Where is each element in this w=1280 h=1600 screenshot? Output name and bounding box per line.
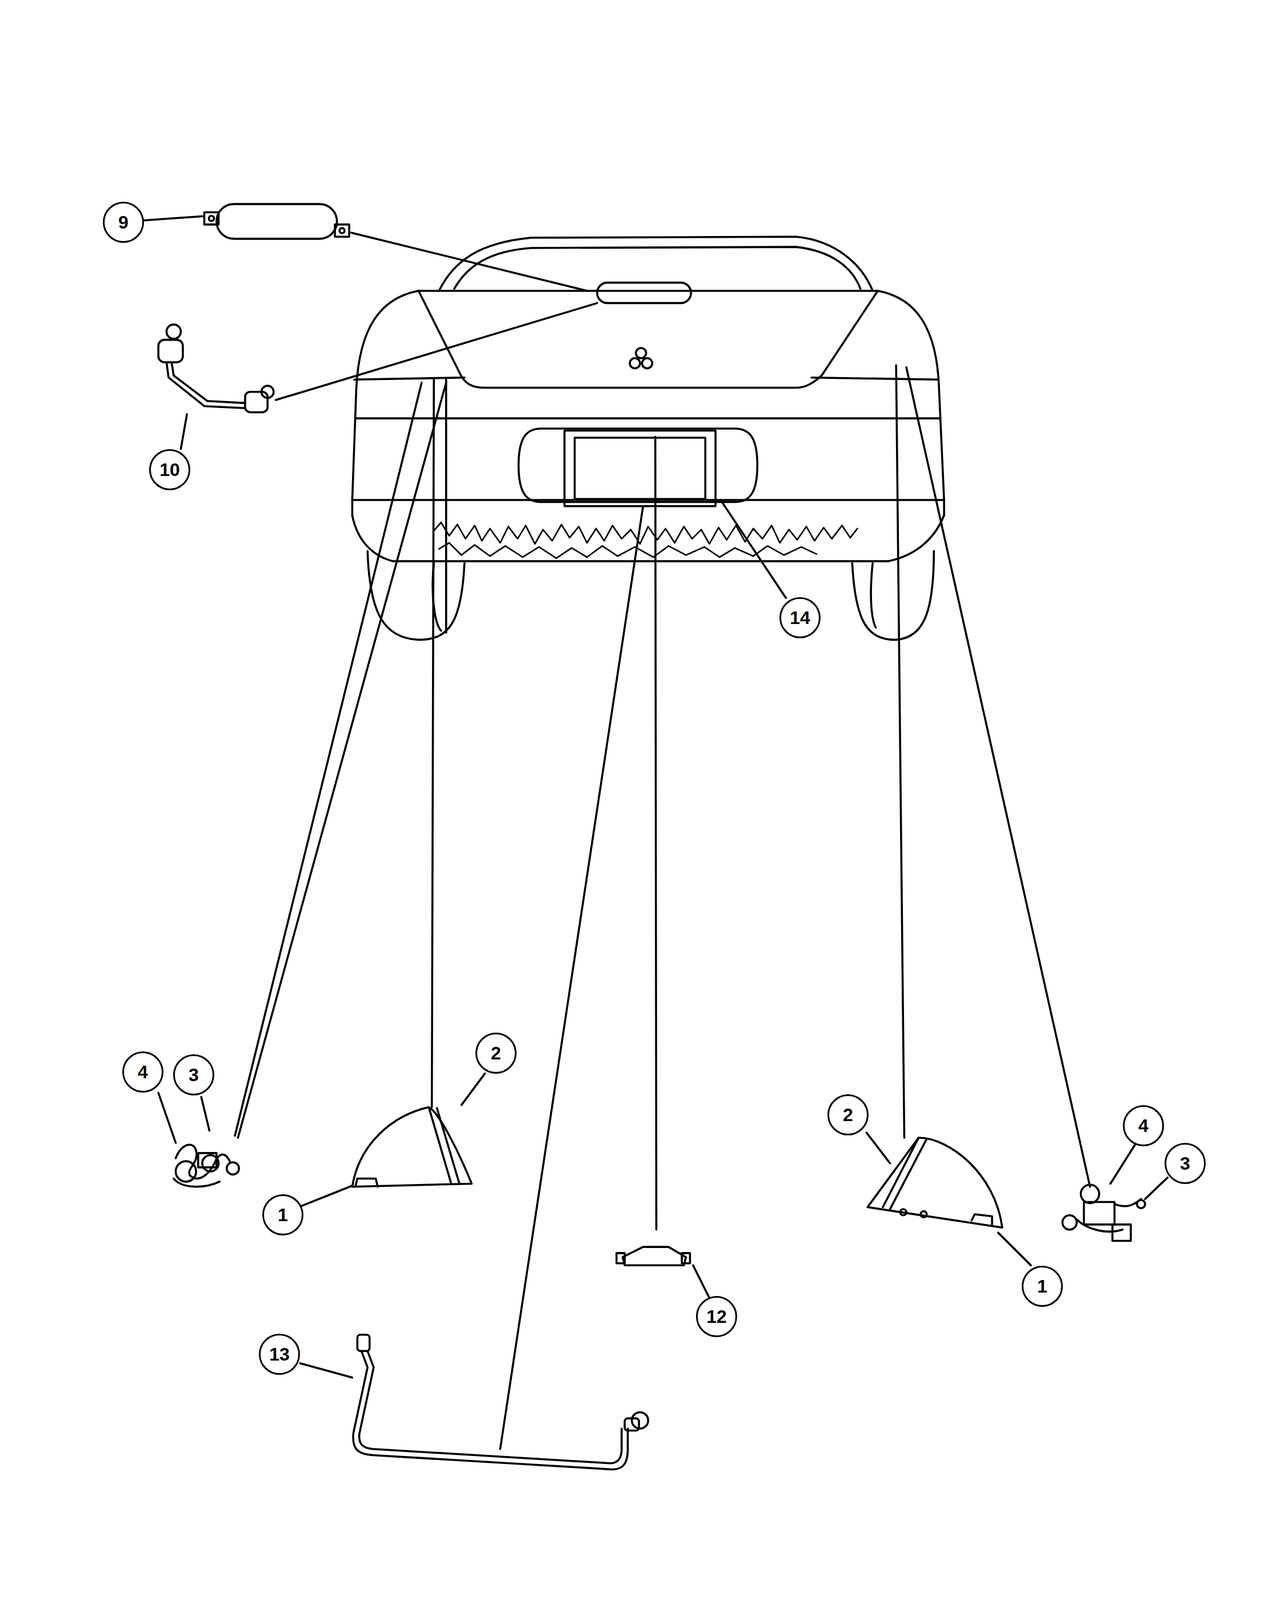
callout-number: 13 xyxy=(269,1344,290,1366)
callout-circle: 4 xyxy=(122,1051,164,1093)
callout-number: 3 xyxy=(1180,1153,1191,1175)
callout-number: 14 xyxy=(789,607,811,629)
callout-number: 9 xyxy=(118,212,129,234)
callout-circle: 13 xyxy=(258,1333,300,1375)
callout-circle: 3 xyxy=(1164,1142,1206,1184)
callout-circle: 9 xyxy=(102,201,144,243)
callout-number: 4 xyxy=(1138,1115,1149,1137)
callout-circle: 1 xyxy=(1021,1265,1063,1307)
callout-circle: 14 xyxy=(779,597,821,639)
callout-number: 2 xyxy=(490,1042,502,1064)
callout-circle: 2 xyxy=(475,1032,517,1074)
callout-circle: 2 xyxy=(827,1094,869,1136)
callout-number: 1 xyxy=(1037,1276,1048,1298)
callout-number: 10 xyxy=(159,459,180,481)
callout-circle: 3 xyxy=(173,1054,215,1096)
callout-number: 12 xyxy=(706,1306,727,1328)
callout-circle: 12 xyxy=(696,1296,738,1338)
callout-number: 2 xyxy=(842,1104,854,1126)
callout-circle: 10 xyxy=(149,449,191,491)
callout-number: 1 xyxy=(277,1204,288,1226)
callout-number: 4 xyxy=(137,1061,148,1083)
callout-number: 3 xyxy=(188,1064,199,1086)
callout-circle: 4 xyxy=(1122,1105,1164,1147)
callout-circle: 1 xyxy=(262,1194,304,1236)
